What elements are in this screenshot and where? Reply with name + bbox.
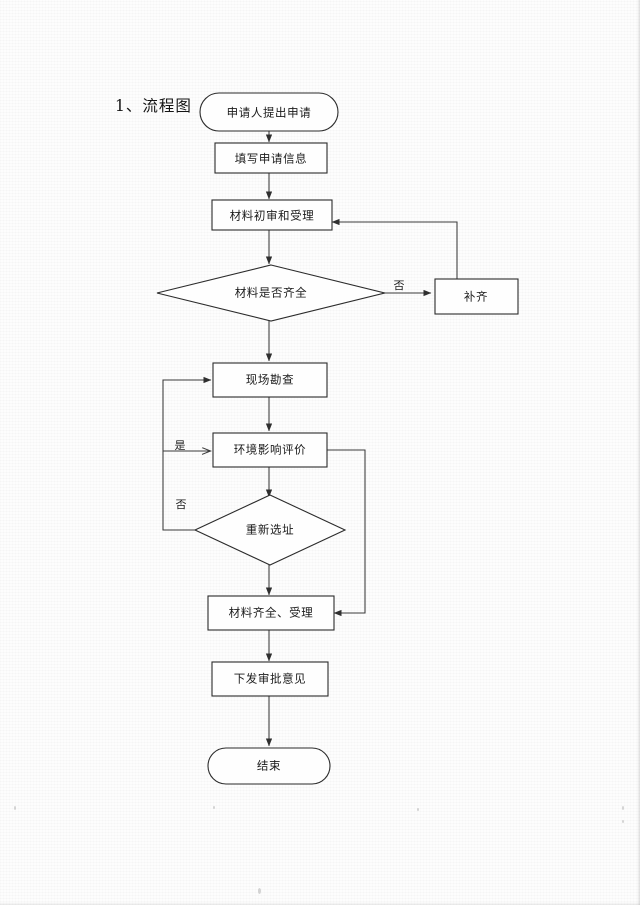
edge-supply-to-review [331,218,458,279]
node-start-label: 申请人提出申请 [227,106,312,120]
node-materials-accepted[interactable]: 材料齐全、受理 [207,595,335,631]
node-fill-label: 填写申请信息 [235,152,308,166]
node-end[interactable]: 结束 [207,747,331,785]
scan-speck [213,806,215,809]
issue-approval-shape [211,661,329,697]
node-site-survey[interactable]: 现场勘查 [212,362,328,398]
scan-speck [622,806,624,810]
node-eia-label: 环境影响评价 [234,443,307,457]
node-review-label: 材料初审和受理 [230,209,315,223]
node-accept-label: 材料齐全、受理 [229,606,314,620]
node-complete-label: 材料是否齐全 [235,286,308,300]
environmental-assessment-shape [212,432,328,468]
edge-relocate-to-survey [162,376,212,531]
node-initial-review[interactable]: 材料初审和受理 [211,199,333,231]
start-terminator-shape [199,92,339,132]
node-environmental-assessment[interactable]: 环境影响评价 [212,432,328,468]
edge-eia-to-accept [327,449,366,617]
node-issue-approval[interactable]: 下发审批意见 [211,661,329,697]
scan-speck [14,806,16,810]
scan-edge-right [637,0,640,905]
site-survey-shape [212,362,328,398]
section-title: 1、流程图 [115,97,192,115]
relocate-diamond [193,494,347,566]
node-start[interactable]: 申请人提出申请 [199,92,339,132]
scan-speck [622,820,624,823]
node-issue-label: 下发审批意见 [234,672,307,686]
scan-speck [258,888,261,894]
scan-speck [417,808,419,811]
node-relocate-decision[interactable]: 重新选址 [193,494,347,566]
fill-application-shape [214,142,328,174]
scan-edge-bottom [0,902,640,905]
node-end-label: 结束 [257,759,281,773]
edge-label-no-relocate: 否 [176,498,187,511]
edge-label-no-materials: 否 [394,279,405,292]
edge-label-yes-relocate: 是 [175,439,186,452]
node-survey-label: 现场勘查 [246,373,294,387]
materials-complete-diamond [156,264,386,322]
node-materials-complete-decision[interactable]: 材料是否齐全 [156,264,386,322]
node-fill-application[interactable]: 填写申请信息 [214,142,328,174]
node-supply-label: 补齐 [464,290,488,304]
supply-missing-shape [434,278,519,315]
materials-accepted-shape [207,595,335,631]
node-supply-missing[interactable]: 补齐 [434,278,519,315]
node-relocate-label: 重新选址 [246,523,294,537]
end-terminator-shape [207,747,331,785]
initial-review-shape [211,199,333,231]
